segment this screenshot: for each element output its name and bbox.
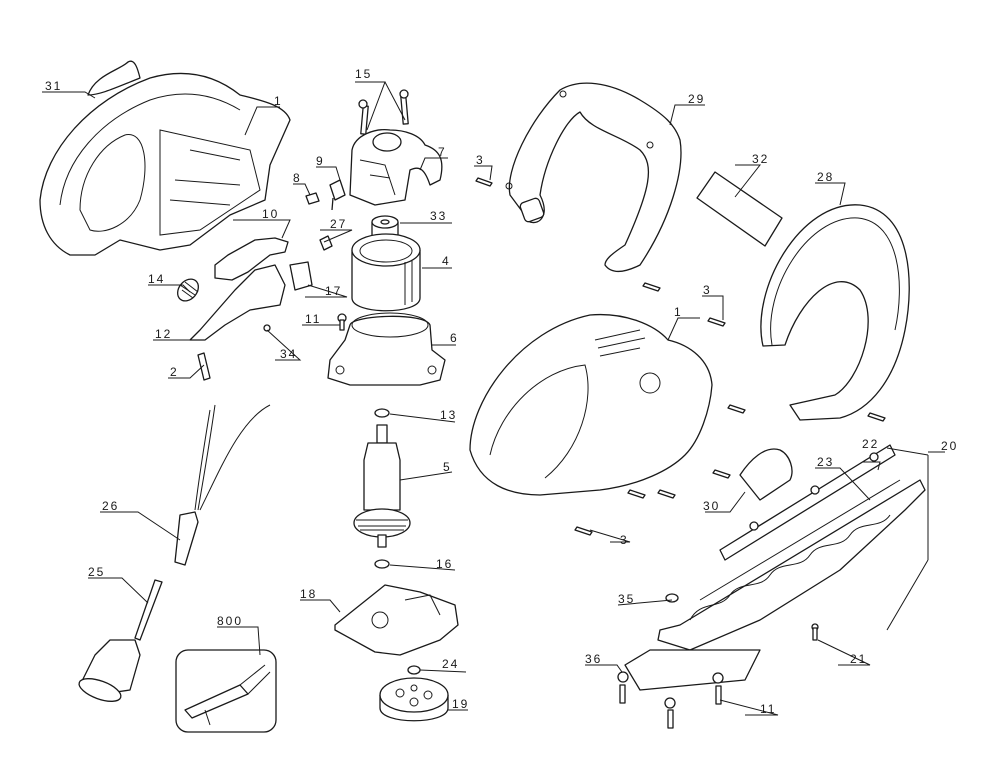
part-10-lock-off [214, 237, 289, 281]
part-34-screw [263, 324, 271, 332]
callout-11-top: 11 [305, 312, 322, 326]
callout-12: 12 [155, 327, 173, 341]
part-13-washer [374, 408, 390, 418]
callout-28: 28 [817, 170, 835, 184]
callout-1-right: 1 [674, 305, 683, 319]
part-8-brush [305, 192, 320, 205]
part-800-inset [175, 649, 277, 733]
part-11-screw [337, 313, 347, 331]
callout-23: 23 [817, 455, 835, 469]
part-16-washer [374, 559, 390, 569]
part-32-label [696, 171, 783, 247]
part-12-trigger [189, 264, 286, 341]
callout-3-lower: 3 [620, 533, 629, 547]
part-7-brush-holder [349, 129, 443, 206]
callout-800: 800 [217, 614, 244, 628]
part-24-washer [407, 665, 421, 675]
callout-3-handle: 3 [476, 153, 485, 167]
callout-21: 21 [850, 652, 868, 666]
part-17-switch [289, 261, 313, 291]
part-15-screws [358, 89, 409, 135]
callout-30: 30 [703, 499, 721, 513]
callout-36: 36 [585, 652, 603, 666]
part-36-11-screws [617, 671, 724, 729]
part-20-blade-assembly [624, 444, 929, 691]
callout-16: 16 [436, 557, 454, 571]
callout-33: 33 [430, 209, 448, 223]
callout-6: 6 [450, 331, 459, 345]
callout-31: 31 [45, 79, 63, 93]
callout-22: 22 [862, 437, 880, 451]
part-5-armature [353, 424, 411, 548]
callout-34: 34 [280, 347, 298, 361]
part-26-leads [174, 404, 271, 566]
callout-20: 20 [941, 439, 959, 453]
part-2-spring [197, 352, 211, 381]
part-1-housing-left [39, 72, 291, 256]
callout-5: 5 [443, 460, 452, 474]
callout-10: 10 [262, 207, 280, 221]
callout-4: 4 [442, 254, 451, 268]
callout-17: 17 [325, 284, 343, 298]
part-1-housing-right [469, 313, 713, 496]
part-3-screws [475, 177, 886, 536]
part-30-decal [739, 448, 793, 501]
part-6-motor-housing [327, 312, 446, 386]
callout-29: 29 [688, 92, 706, 106]
part-21-screw [811, 623, 819, 641]
callout-24: 24 [442, 657, 460, 671]
callout-13: 13 [440, 408, 458, 422]
callout-25: 25 [88, 565, 106, 579]
part-28-guard [760, 204, 910, 421]
part-31-decal [87, 60, 141, 96]
part-4-stator [351, 233, 421, 312]
part-25-cord [78, 579, 163, 702]
callout-11-bottom: 11 [760, 702, 777, 716]
callout-2: 2 [170, 365, 179, 379]
part-9-terminal [329, 179, 346, 211]
callout-3-guard: 3 [703, 283, 712, 297]
callout-27: 27 [330, 217, 348, 231]
callout-14: 14 [148, 272, 166, 286]
callout-35: 35 [618, 592, 636, 606]
callout-7: 7 [438, 145, 447, 159]
part-29-front-handle [505, 82, 682, 273]
callout-32: 32 [752, 152, 770, 166]
callout-19: 19 [452, 697, 470, 711]
part-27-connector [319, 235, 333, 251]
callout-26: 26 [102, 499, 120, 513]
part-19-gear [379, 677, 449, 722]
callout-15: 15 [355, 67, 373, 81]
callout-18: 18 [300, 587, 318, 601]
callout-9: 9 [316, 154, 325, 168]
callout-1-left: 1 [274, 94, 283, 108]
leader-lines [42, 81, 945, 716]
part-18-gear-case [334, 584, 459, 656]
callout-8: 8 [293, 171, 302, 185]
